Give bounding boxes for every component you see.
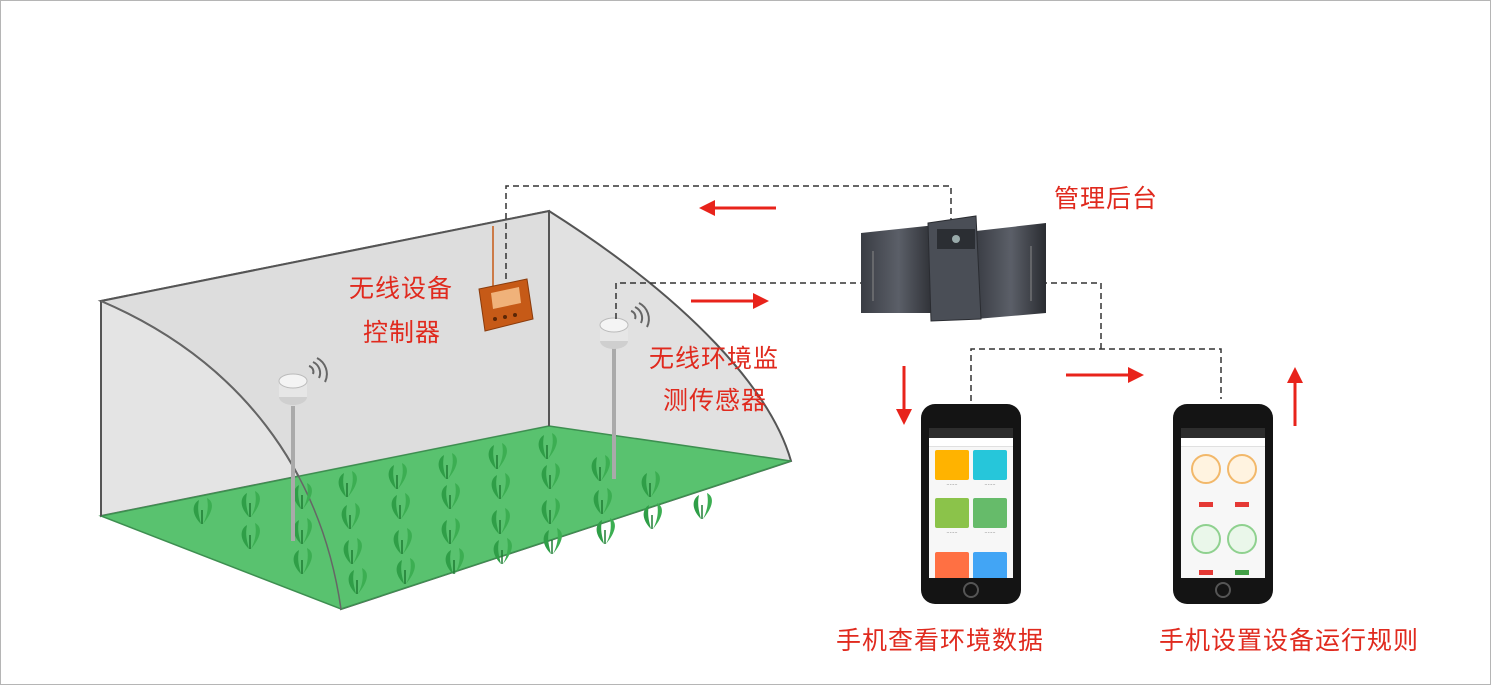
arrow-right-icon (1066, 367, 1144, 383)
network-links (505, 185, 1222, 401)
phone-view-label: 手机查看环境数据 (836, 626, 1045, 655)
phone-set-label: 手机设置设备运行规则 (1159, 626, 1420, 655)
sensor-label: 测传感器 (663, 386, 768, 415)
server-rack-icon (861, 215, 1046, 322)
smartphone-icon: ······· ······· ······· ······· (921, 404, 1021, 604)
greenhouse-floor (98, 425, 792, 610)
arrow-right-icon (691, 293, 769, 309)
wireless-sensor-icon (278, 357, 328, 541)
smartphone-icon (1173, 404, 1273, 604)
data-flow-arrows (691, 200, 1303, 426)
arrow-up-icon (1287, 367, 1303, 426)
wireless-sensor-icon (599, 302, 650, 479)
arrow-down-icon (896, 366, 912, 425)
home-button (963, 582, 979, 598)
arrow-left-icon (699, 200, 776, 216)
sensor-label: 无线环境监 (649, 344, 780, 373)
phone-screen (1181, 428, 1265, 578)
controller-label: 无线设备 (349, 274, 454, 303)
phone-screen: ······· ······· ······· ······· (929, 428, 1013, 578)
controller-label: 控制器 (363, 318, 442, 347)
home-button (1215, 582, 1231, 598)
backend-label: 管理后台 (1054, 184, 1159, 213)
wireless-controller-icon (478, 226, 534, 332)
